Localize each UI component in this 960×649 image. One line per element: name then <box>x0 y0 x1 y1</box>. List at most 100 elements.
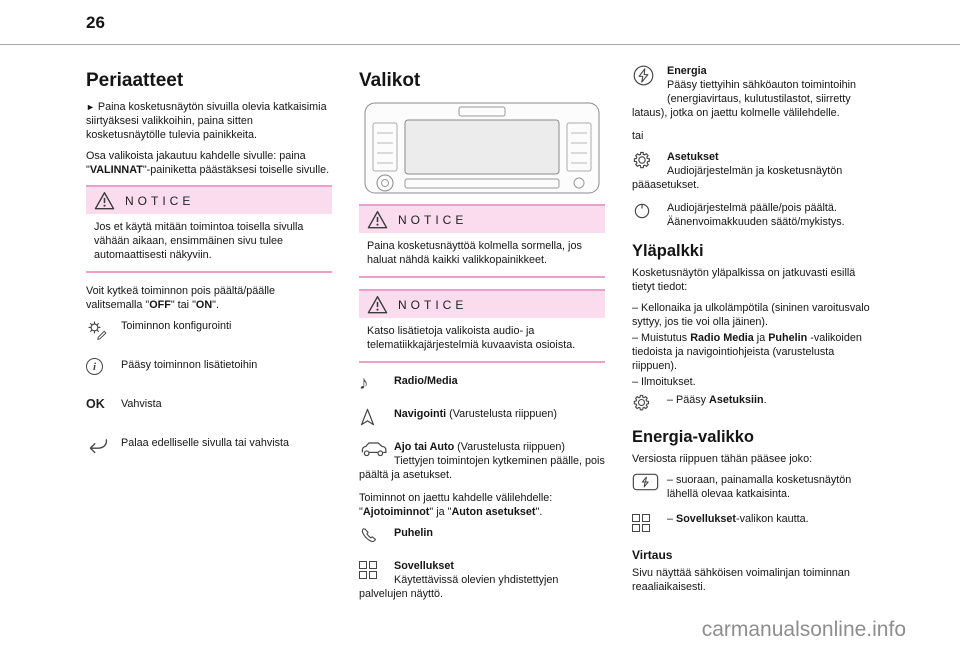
column-periaatteet: Periaatteet ► Paina kosketusnäytön sivui… <box>86 64 332 610</box>
bold-valinnat: VALINNAT <box>89 164 143 176</box>
column-right: Energia Pääsy tiettyihin sähköauton toim… <box>632 64 878 610</box>
text-segment: -valikon kautta. <box>736 513 809 525</box>
bold-on: ON <box>195 299 213 311</box>
notice-text: Paina kosketusnäyttöä kolmella sormella,… <box>367 240 582 266</box>
topbar-item: – Kellonaika ja ulkolämpötila (sininen v… <box>632 302 870 328</box>
legend-row-info: i Pääsy toiminnon lisätietoihin <box>86 358 332 382</box>
volume-knob-icon <box>632 201 667 231</box>
back-arrow-icon <box>86 436 121 460</box>
menu-label: Puhelin <box>394 527 433 539</box>
text-segment: . <box>763 394 767 406</box>
section-title-valikot: Valikot <box>359 70 421 91</box>
notice-box: NOTICE Katso lisätietoja valikoista audi… <box>359 289 605 363</box>
gear-icon <box>632 393 667 417</box>
text-segment: " ja " <box>429 506 452 518</box>
notice-title: NOTICE <box>398 212 468 227</box>
bold-auton-asetukset: Auton asetukset <box>451 506 536 518</box>
menu-description: Tiettyjen toimintojen kytkeminen päälle,… <box>359 455 605 481</box>
topbar-intro: Kosketusnäytön yläpalkissa on jatkuvasti… <box>632 267 856 293</box>
topbar-item: – Ilmoitukset. <box>632 376 696 388</box>
text-segment: ". <box>212 299 219 311</box>
energy-menu-item-apps: – Sovellukset-valikon kautta. <box>632 512 878 536</box>
legend-label: Toiminnon konfigurointi <box>121 320 232 332</box>
energy-button-icon <box>632 473 667 503</box>
notice-text: Katso lisätietoja valikoista audio- ja t… <box>367 325 576 351</box>
menu-row-audio: Audiojärjestelmä päälle/pois päältä. Ään… <box>632 201 878 231</box>
bold-off: OFF <box>149 299 171 311</box>
warning-triangle-icon <box>367 210 388 229</box>
section-title-periaatteet: Periaatteet <box>86 70 184 91</box>
menu-label: Ajo tai Auto <box>394 441 455 453</box>
paragraph-onoff: Voit kytkeä toiminnon pois päältä/päälle… <box>86 284 332 312</box>
menu-description: Audiojärjestelmän ja kosketusnäytön pääa… <box>632 165 843 191</box>
legend-row-configure: Toiminnon konfigurointi <box>86 319 332 343</box>
apps-grid-icon <box>359 559 394 583</box>
bold-asetuksiin: Asetuksiin <box>709 394 764 406</box>
info-icon: i <box>86 358 121 382</box>
notice-title: NOTICE <box>398 297 468 312</box>
bold-sovellukset: Sovellukset <box>676 513 737 525</box>
menu-row-settings: Asetukset Audiojärjestelmän ja kosketusn… <box>632 150 878 192</box>
text-segment: Voit kytkeä toiminnon pois päältä/päälle… <box>86 285 276 311</box>
head-unit-illustration <box>359 100 605 196</box>
apps-grid-icon <box>632 512 667 536</box>
text-segment: -valikoiden tiedoista ja navigointiohjei… <box>632 332 862 372</box>
notice-box: NOTICE Jos et käytä mitään toimintoa toi… <box>86 185 332 273</box>
text-segment: Osa valikoista jakautuu kahdelle sivulle… <box>86 150 306 176</box>
bold-ajotoiminnot: Ajotoiminnot <box>362 506 430 518</box>
menu-description: Audiojärjestelmä päälle/pois päältä. Ään… <box>667 202 845 228</box>
notice-box: NOTICE Paina kosketusnäyttöä kolmella so… <box>359 204 605 278</box>
menu-label: Asetukset <box>667 151 719 163</box>
text-segment: " tai " <box>170 299 196 311</box>
bold-puhelin: Puhelin <box>768 332 808 344</box>
menu-label: Navigointi <box>394 408 447 420</box>
menu-description: Käytettävissä olevien yhdistettyjen palv… <box>359 574 559 600</box>
warning-triangle-icon <box>94 191 115 210</box>
text-segment: ". <box>535 506 543 518</box>
phone-icon <box>359 526 394 550</box>
header-rule <box>0 44 960 45</box>
menu-description: Pääsy tiettyihin sähköauton toimintoihin… <box>632 79 857 119</box>
arrow-bullet: ► <box>86 102 95 112</box>
section-title-ylapalkki: Yläpalkki <box>632 242 704 260</box>
energy-bolt-icon <box>632 64 667 94</box>
legend-label: Pääsy toiminnon lisätietoihin <box>121 359 258 371</box>
text-segment: Toiminnot on jaettu kahdelle välilehdell… <box>359 492 553 518</box>
notice-header: NOTICE <box>359 206 605 233</box>
notice-title: NOTICE <box>125 193 195 208</box>
text-segment: – <box>667 513 677 525</box>
content-columns: Periaatteet ► Paina kosketusnäytön sivui… <box>86 64 878 610</box>
text-segment: – Muistutus <box>632 332 691 344</box>
menu-label: Energia <box>667 65 707 77</box>
intro-text: Paina kosketusnäytön sivuilla olevia kat… <box>86 101 327 141</box>
text-segment: "-painiketta päästäksesi toiselle sivull… <box>142 164 330 176</box>
bold-radio-media: Radio Media <box>690 332 754 344</box>
energy-menu-intro: Versiosta riippuen tähän pääsee joko: <box>632 453 813 465</box>
watermark-text: carmanualsonline.info <box>701 618 906 641</box>
tai-text: tai <box>632 130 644 142</box>
section-title-virtaus: Virtaus <box>632 548 673 562</box>
configure-icon <box>86 319 121 343</box>
menu-row-radio: ♪ Radio/Media <box>359 374 605 398</box>
menu-note: (Varustelusta riippuen) <box>446 408 558 420</box>
menu-row-apps: Sovellukset Käytettävissä olevien yhdist… <box>359 559 605 601</box>
menu-row-energy: Energia Pääsy tiettyihin sähköauton toim… <box>632 64 878 120</box>
legend-label: Palaa edelliselle sivulla tai vahvista <box>121 437 290 449</box>
column-valikot: Valikot <box>359 64 605 610</box>
topbar-item-settings: – Pääsy Asetuksiin. <box>632 393 878 417</box>
ok-text: OK <box>86 397 105 411</box>
gear-icon <box>632 150 667 174</box>
notice-header: NOTICE <box>86 187 332 214</box>
menu-label: Sovellukset <box>394 560 455 572</box>
text-segment: ja <box>753 332 769 344</box>
energy-menu-item-text: – suoraan, painamalla kosketusnäytön läh… <box>667 474 852 500</box>
menu-row-phone: Puhelin <box>359 526 605 550</box>
topbar-item: – Muistutus Radio Media ja Puhelin -vali… <box>632 331 878 373</box>
legend-row-ok: OK Vahvista <box>86 397 332 421</box>
legend-label: Vahvista <box>121 398 162 410</box>
energy-menu-item-direct: – suoraan, painamalla kosketusnäytön läh… <box>632 473 878 503</box>
notice-text: Jos et käytä mitään toimintoa toisella s… <box>94 221 304 261</box>
menu-label: Radio/Media <box>394 375 458 387</box>
paragraph-tabs: Toiminnot on jaettu kahdelle välilehdell… <box>359 491 605 519</box>
